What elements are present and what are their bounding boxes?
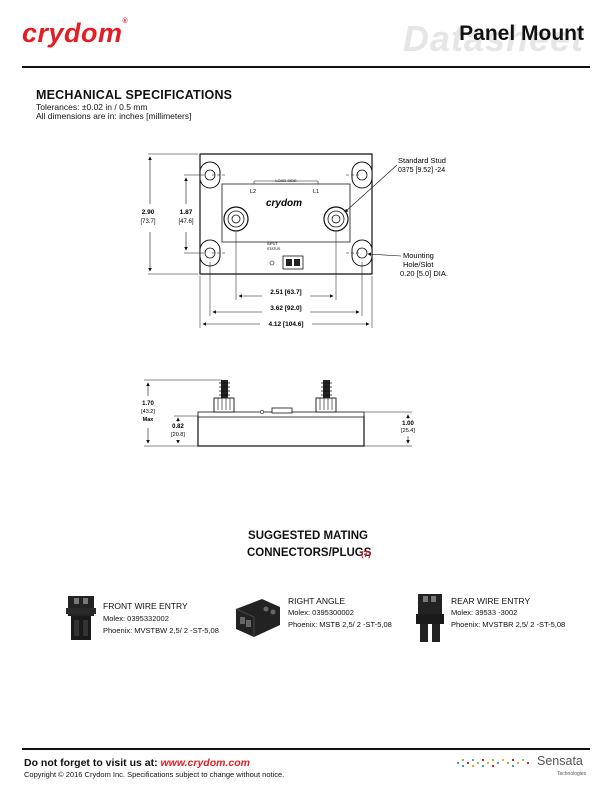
load-side-label: LOAD SIDE bbox=[275, 178, 297, 183]
top-view-drawing: LOAD SIDE L2 L1 crydom INPUT STATUS Stan… bbox=[140, 153, 448, 447]
status-led bbox=[269, 260, 275, 266]
l1-label: L1 bbox=[313, 189, 319, 195]
sensata-subbrand: Technologies bbox=[557, 771, 587, 777]
dim-total-height-mm: [73.7] bbox=[140, 219, 155, 225]
dim-inner-height-mm: [47.6] bbox=[178, 219, 193, 225]
dim-total-width: 4.12 [104.6] bbox=[268, 321, 303, 328]
input-label: INPUT bbox=[267, 242, 278, 246]
sensata-brand: Sensata bbox=[537, 754, 583, 768]
connector-2-molex: Molex: 0395300002 bbox=[288, 608, 354, 617]
mount-callout-line3: 0.20 [5.0] DIA. bbox=[400, 269, 448, 278]
dim-hole-spacing: 3.62 [92.0] bbox=[270, 305, 301, 312]
dim-inner-height: 1.87 bbox=[180, 209, 193, 216]
connector-3-phoenix: Phoenix: MVSTBR 2,5/ 2 -ST-5,08 bbox=[451, 620, 566, 629]
stud-callout-line2: 0375 [9.52] -24 bbox=[398, 167, 445, 174]
side-stud-left bbox=[213, 380, 235, 413]
dim-base-height: 0.82 bbox=[172, 424, 184, 430]
stud-l1 bbox=[323, 206, 349, 232]
logo-text: crydom bbox=[22, 18, 123, 48]
stud-callout-line1: Standard Stud bbox=[398, 156, 446, 165]
crydom-logo: crydom® bbox=[22, 18, 128, 49]
side-base bbox=[197, 415, 365, 447]
dim-base-height-mm: [20.8] bbox=[171, 432, 185, 438]
side-stud-right bbox=[315, 380, 337, 413]
website-link[interactable]: www.crydom.com bbox=[160, 757, 250, 769]
front-wire-connector-image bbox=[66, 596, 96, 640]
tolerances-note: Tolerances: ±0.02 in / 0.5 mm bbox=[36, 102, 148, 112]
dim-stud-spacing: 2.51 [63.7] bbox=[270, 289, 301, 296]
connector-1-molex: Molex: 0395332002 bbox=[103, 614, 169, 623]
connector-1-phoenix: Phoenix: MVSTBW 2,5/ 2 -ST-5,08 bbox=[103, 626, 219, 635]
rear-wire-connector-image bbox=[416, 594, 444, 642]
copyright-notice: Copyright © 2016 Crydom Inc. Specificati… bbox=[24, 770, 285, 779]
mating-title-line1: SUGGESTED MATING bbox=[248, 530, 368, 542]
connector-3-molex: Molex: 39533 -3002 bbox=[451, 608, 518, 617]
connector-2-title: RIGHT ANGLE bbox=[288, 596, 345, 606]
side-view-drawing: 1.70 [43.2] Max 0.82 [20.8] 1.00 [25.4] bbox=[141, 379, 415, 447]
dim-max-height: 1.70 bbox=[142, 401, 154, 407]
mount-slot-tr bbox=[351, 161, 373, 189]
section-title: MECHANICAL SPECIFICATIONS bbox=[36, 88, 233, 102]
visit-prefix: Do not forget to visit us at: bbox=[24, 757, 161, 769]
body-logo: crydom bbox=[266, 198, 302, 209]
stud-l2 bbox=[223, 206, 249, 232]
mount-callout-line1: Mounting bbox=[403, 251, 434, 260]
dim-right-height-mm: [25.4] bbox=[401, 428, 415, 434]
right-angle-connector-image bbox=[235, 599, 280, 637]
mating-title-line2: CONNECTORS/PLUGS bbox=[247, 547, 372, 559]
connector-3-title: REAR WIRE ENTRY bbox=[451, 596, 531, 606]
status-label: STATUS bbox=[267, 247, 281, 251]
dim-total-height: 2.90 bbox=[142, 209, 155, 216]
page-heading: Panel Mount bbox=[459, 22, 584, 45]
footer-divider bbox=[22, 748, 590, 750]
mount-callout-line2: Hole/Slot bbox=[403, 260, 434, 269]
header-divider bbox=[22, 66, 590, 68]
dim-right-height: 1.00 bbox=[402, 421, 414, 427]
l2-label: L2 bbox=[250, 189, 256, 195]
dim-max-label: Max bbox=[143, 417, 155, 423]
datasheet-watermark: Datasheet bbox=[402, 18, 584, 59]
connector-1-title: FRONT WIRE ENTRY bbox=[103, 601, 188, 611]
connector-2-phoenix: Phoenix: MSTB 2,5/ 2 -ST-5,08 bbox=[288, 620, 392, 629]
dim-max-height-mm: [43.2] bbox=[141, 409, 155, 415]
units-note: All dimensions are in: inches [millimete… bbox=[36, 111, 192, 121]
sensata-dots-logo bbox=[457, 759, 529, 767]
mating-footnote-ref: (7) bbox=[361, 550, 371, 559]
registered-mark: ® bbox=[122, 18, 129, 25]
visit-line: Do not forget to visit us at: www.crydom… bbox=[24, 757, 250, 769]
